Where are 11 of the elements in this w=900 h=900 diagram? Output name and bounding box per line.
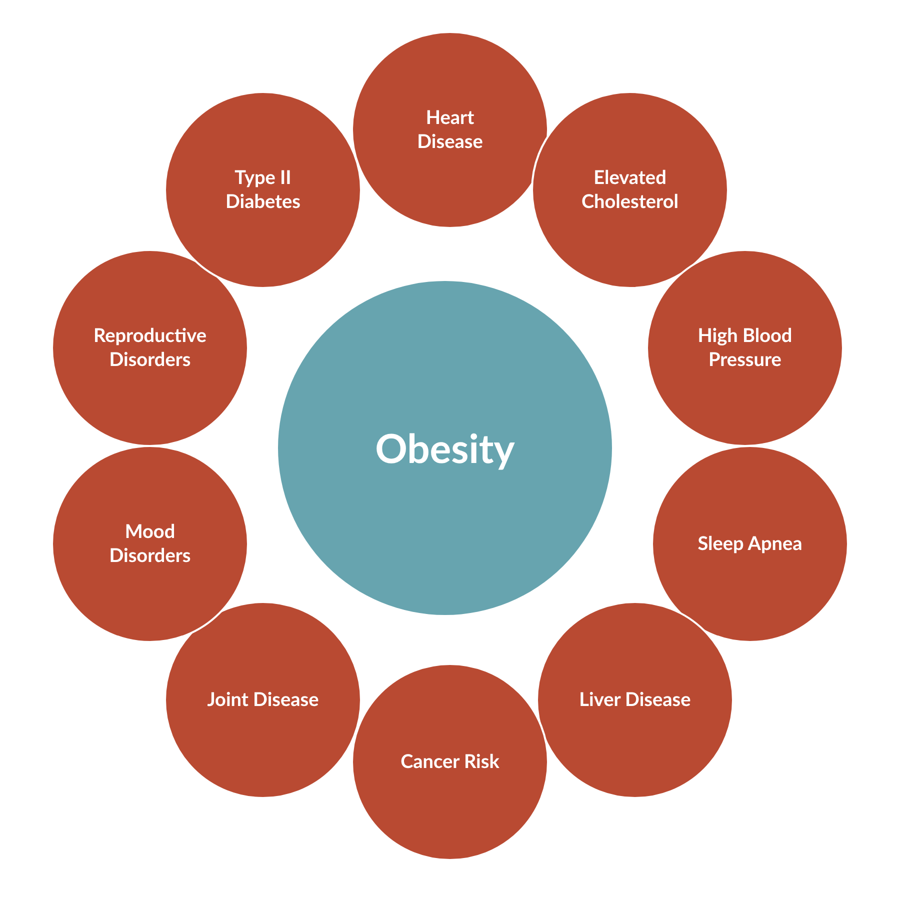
circle-label: Sleep Apnea [698,532,802,556]
circle-label: Reproductive Disorders [92,324,208,372]
circle-label: Obesity [375,423,515,473]
circle-label: Heart Disease [416,106,484,154]
circle-label: Mood Disorders [108,520,192,568]
circle-label: Elevated Cholesterol [580,166,680,214]
circle-label: Type II Diabetes [224,166,302,214]
circle-label: Cancer Risk [400,750,500,774]
circle-label: High Blood Pressure [696,324,794,372]
circle-label: Liver Disease [579,688,691,712]
circle-label: Joint Disease [207,688,319,712]
